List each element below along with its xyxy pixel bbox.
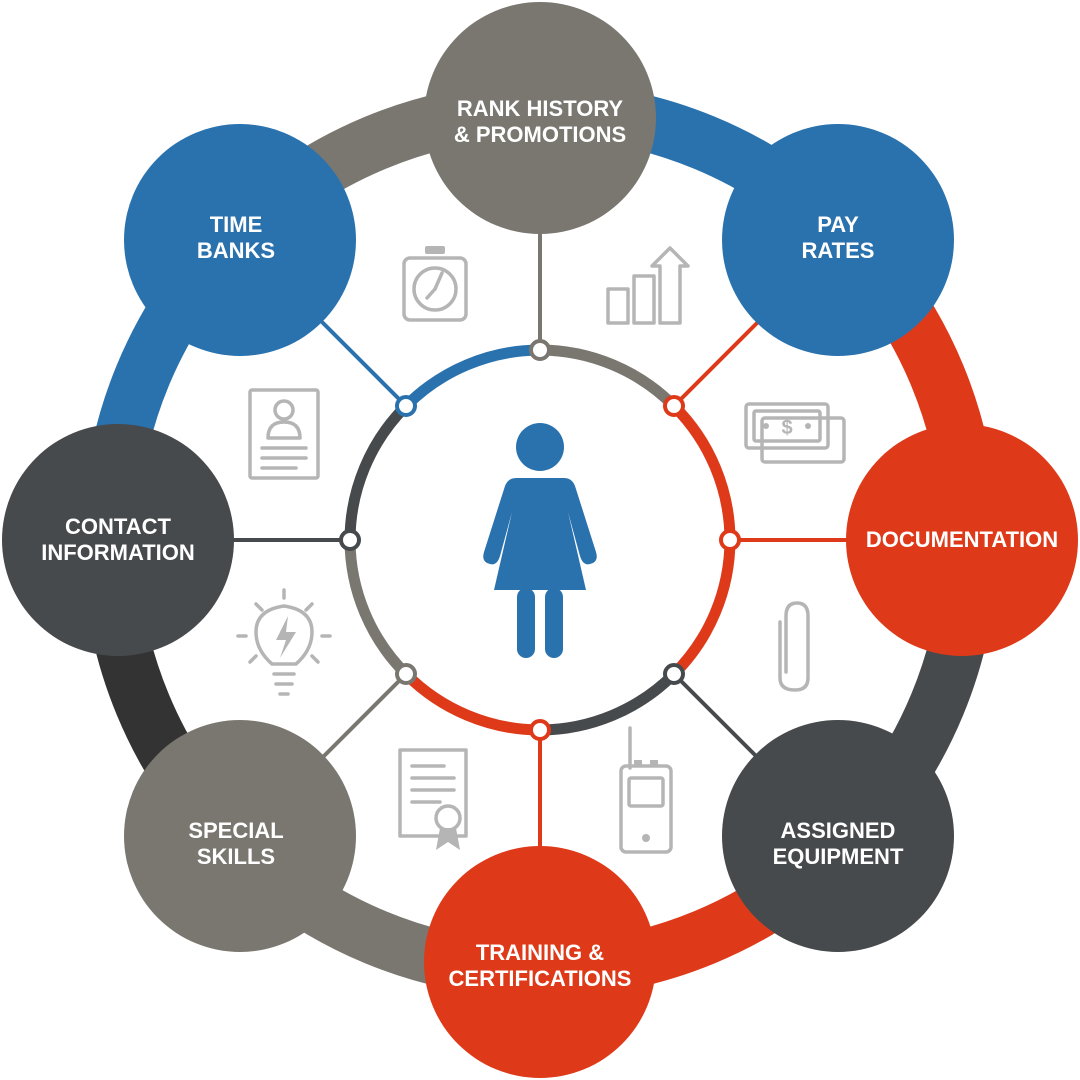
node-label-line2: INFORMATION: [41, 540, 195, 565]
paperclip-icon: [778, 601, 810, 692]
money-icon: $: [744, 402, 846, 464]
node-label-line1: TRAINING &: [476, 940, 604, 965]
node-label-line2: BANKS: [197, 238, 275, 263]
node-label-line1: RANK HISTORY: [457, 96, 624, 121]
node-label-line1: ASSIGNED: [781, 818, 896, 843]
node-assigned-equipment[interactable]: ASSIGNED EQUIPMENT: [722, 720, 954, 952]
node-pay-rates[interactable]: PAY RATES: [722, 124, 954, 356]
profile-card-icon: [248, 388, 320, 480]
node-training[interactable]: TRAINING & CERTIFICATIONS: [424, 846, 656, 1078]
svg-text:$: $: [781, 417, 792, 439]
node-special-skills[interactable]: SPECIAL SKILLS: [124, 720, 356, 952]
stopwatch-icon: [402, 246, 468, 322]
lightbulb-icon: [236, 588, 332, 696]
node-label-line1: DOCUMENTATION: [866, 527, 1058, 552]
node-label-line2: SKILLS: [197, 844, 275, 869]
node-label-line1: TIME: [210, 212, 263, 237]
node-label-line2: EQUIPMENT: [773, 844, 904, 869]
node-label-line2: & PROMOTIONS: [454, 122, 626, 147]
node-time-banks[interactable]: TIME BANKS: [124, 124, 356, 356]
node-documentation[interactable]: DOCUMENTATION: [846, 424, 1078, 656]
spokes: [228, 228, 852, 852]
node-label-line1: CONTACT: [65, 514, 171, 539]
node-rank-history[interactable]: RANK HISTORY & PROMOTIONS: [424, 2, 656, 234]
radio-icon: [619, 726, 673, 854]
node-label-line2: CERTIFICATIONS: [449, 966, 632, 991]
certificate-icon: [398, 748, 468, 850]
node-label-line2: RATES: [802, 238, 875, 263]
inner-ring-dots: [339, 339, 741, 741]
bar-chart-icon: [606, 246, 690, 325]
node-label-line1: PAY: [817, 212, 859, 237]
node-label-line1: SPECIAL: [188, 818, 283, 843]
person-icon: [483, 423, 597, 658]
node-contact-information[interactable]: CONTACT INFORMATION: [2, 424, 234, 656]
inner-ring: [344, 344, 736, 736]
